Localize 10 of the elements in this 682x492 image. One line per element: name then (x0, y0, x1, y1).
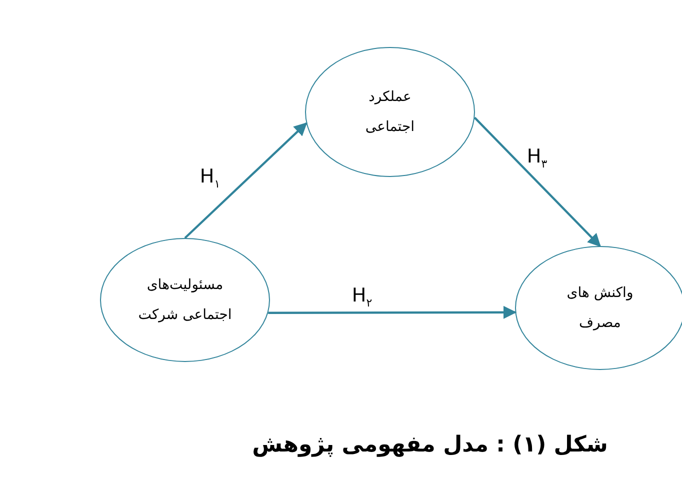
concept-ellipse (515, 246, 682, 370)
concept-ellipse (305, 47, 475, 177)
figure-caption: شکل (۱) : مدل مفهومی پژوهش (252, 432, 608, 458)
node-text: واکنش های مصرف (566, 284, 634, 333)
arrow (268, 306, 517, 319)
arrow (184, 122, 308, 239)
concept-ellipse (100, 238, 270, 362)
node-text: مسئولیت‌های اجتماعی شرکت (137, 276, 233, 325)
arrow (474, 116, 601, 247)
node-text: عملکرد اجتماعی (364, 88, 416, 137)
